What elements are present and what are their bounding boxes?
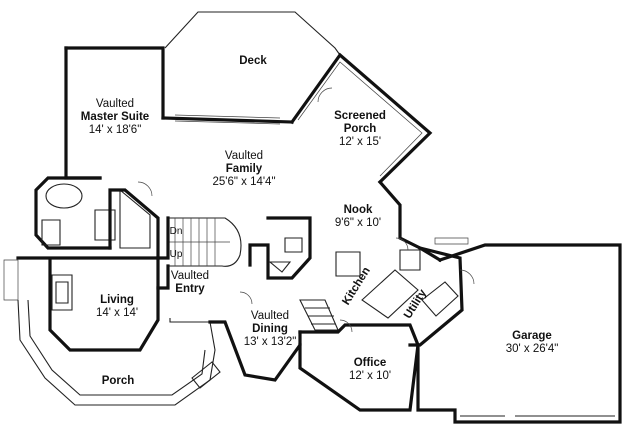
dining-walls: [208, 320, 302, 382]
nook-east-wall: [377, 179, 443, 263]
door-swings: [137, 87, 475, 333]
living-walls: [16, 256, 160, 352]
family-north-wall: [161, 116, 294, 124]
garage-vent: [434, 237, 469, 245]
stair-treads: [168, 218, 230, 266]
garage-walls: [416, 243, 622, 424]
utility-fixtures: [421, 281, 459, 317]
deck-outline: [164, 11, 341, 56]
master-suite-label: Vaulted Master Suite 14' x 18'6": [80, 98, 150, 136]
porch-inner-edge: [27, 299, 206, 396]
closet-walls: [108, 188, 160, 260]
garage-label: Garage 30' x 26'4": [505, 330, 559, 355]
fireplace: [51, 274, 73, 311]
stairs-down-label: Dn: [169, 226, 183, 237]
office-label: Office 12' x 10': [348, 357, 392, 382]
living-label: Living 14' x 14': [95, 294, 139, 319]
powder-room-walls: [248, 216, 312, 280]
porch-outline: [17, 299, 216, 406]
dining-steps: [299, 299, 339, 331]
nook-label: Nook 9'6" x 10': [334, 204, 382, 229]
dining-label: Vaulted Dining 13' x 13'2": [243, 310, 297, 348]
master-bath-bay: [34, 176, 112, 250]
screened-porch-label: Screened Porch 12' x 15': [334, 110, 386, 148]
family-label: Vaulted Family 25'6" x 14'4": [212, 150, 276, 188]
bath-fixtures: [41, 188, 151, 249]
screened-porch-screen: [297, 61, 423, 177]
entry-label: Vaulted Entry: [170, 270, 210, 295]
bathtub: [45, 183, 83, 209]
stair-outline: [168, 217, 242, 267]
porch-label: Porch: [101, 375, 135, 387]
kitchen-counter: [361, 249, 421, 319]
entry-closet-walls: [156, 216, 170, 290]
deck-label: Deck: [239, 55, 267, 67]
entry-steps: [191, 361, 221, 389]
powder-room-fixtures: [268, 237, 303, 273]
family-windows: [174, 114, 281, 125]
living-bay-window: [3, 259, 19, 301]
master-suite-walls: [64, 46, 165, 120]
stairs-up-label: Up: [169, 249, 183, 260]
screened-porch-walls: [289, 52, 433, 185]
kitchen-island: [335, 251, 361, 277]
